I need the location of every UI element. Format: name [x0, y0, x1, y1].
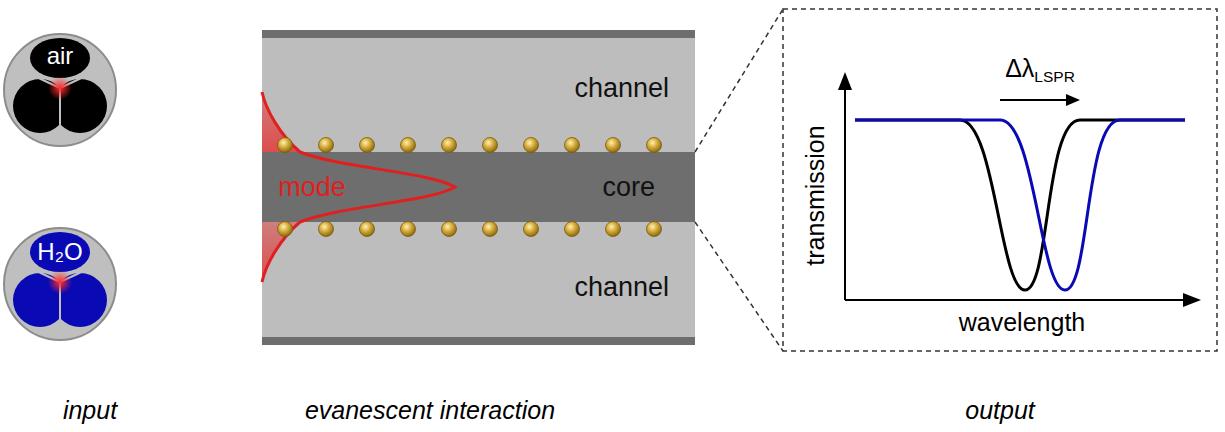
axis-label: transmission	[802, 125, 827, 265]
panel-caption: evanescent interaction	[305, 398, 555, 423]
gold-nanoparticle	[524, 222, 539, 237]
gold-nanoparticle	[565, 222, 580, 237]
fiber-cross-section-air	[4, 34, 116, 146]
medium-label: air	[47, 44, 74, 68]
shift-arrow	[1000, 94, 1080, 106]
gold-nanoparticle	[319, 222, 334, 237]
region-label: channel	[574, 274, 669, 301]
axis-label: wavelength	[959, 310, 1085, 335]
medium-label: H₂O	[37, 240, 82, 264]
gold-nanoparticle	[401, 138, 416, 153]
waveguide	[262, 30, 695, 345]
panel-caption: output	[965, 398, 1035, 423]
channel-region: channel	[262, 238, 695, 337]
gold-nanoparticle	[647, 222, 662, 237]
gold-nanoparticle	[278, 222, 293, 237]
gold-nanoparticle	[401, 222, 416, 237]
gold-nanoparticle	[524, 138, 539, 153]
gold-nanoparticle	[319, 138, 334, 153]
gold-nanoparticle	[565, 138, 580, 153]
shift-label: ΔλLSPR	[1005, 56, 1075, 84]
panel-caption: input	[63, 398, 117, 423]
output-panel	[783, 9, 1217, 351]
gold-nanoparticle	[483, 222, 498, 237]
zoom-line	[695, 222, 783, 351]
gold-nanoparticle	[360, 138, 375, 153]
gold-nanoparticle	[278, 138, 293, 153]
region-label: channel	[574, 75, 669, 102]
spectrum-air	[855, 120, 1185, 290]
gold-nanoparticle	[606, 222, 621, 237]
gold-nanoparticles	[278, 138, 662, 237]
gold-nanoparticle	[360, 222, 375, 237]
zoom-line	[695, 9, 783, 152]
spectrum-water	[855, 120, 1185, 290]
gold-nanoparticle	[483, 138, 498, 153]
channel-region: channel	[262, 38, 695, 138]
region-label: core	[602, 174, 655, 201]
axes	[838, 72, 1201, 307]
gold-nanoparticle	[442, 222, 457, 237]
mode-label: mode	[278, 174, 346, 201]
fiber-cross-section-water	[4, 228, 116, 340]
gold-nanoparticle	[606, 138, 621, 153]
gold-nanoparticle	[442, 138, 457, 153]
gold-nanoparticle	[647, 138, 662, 153]
